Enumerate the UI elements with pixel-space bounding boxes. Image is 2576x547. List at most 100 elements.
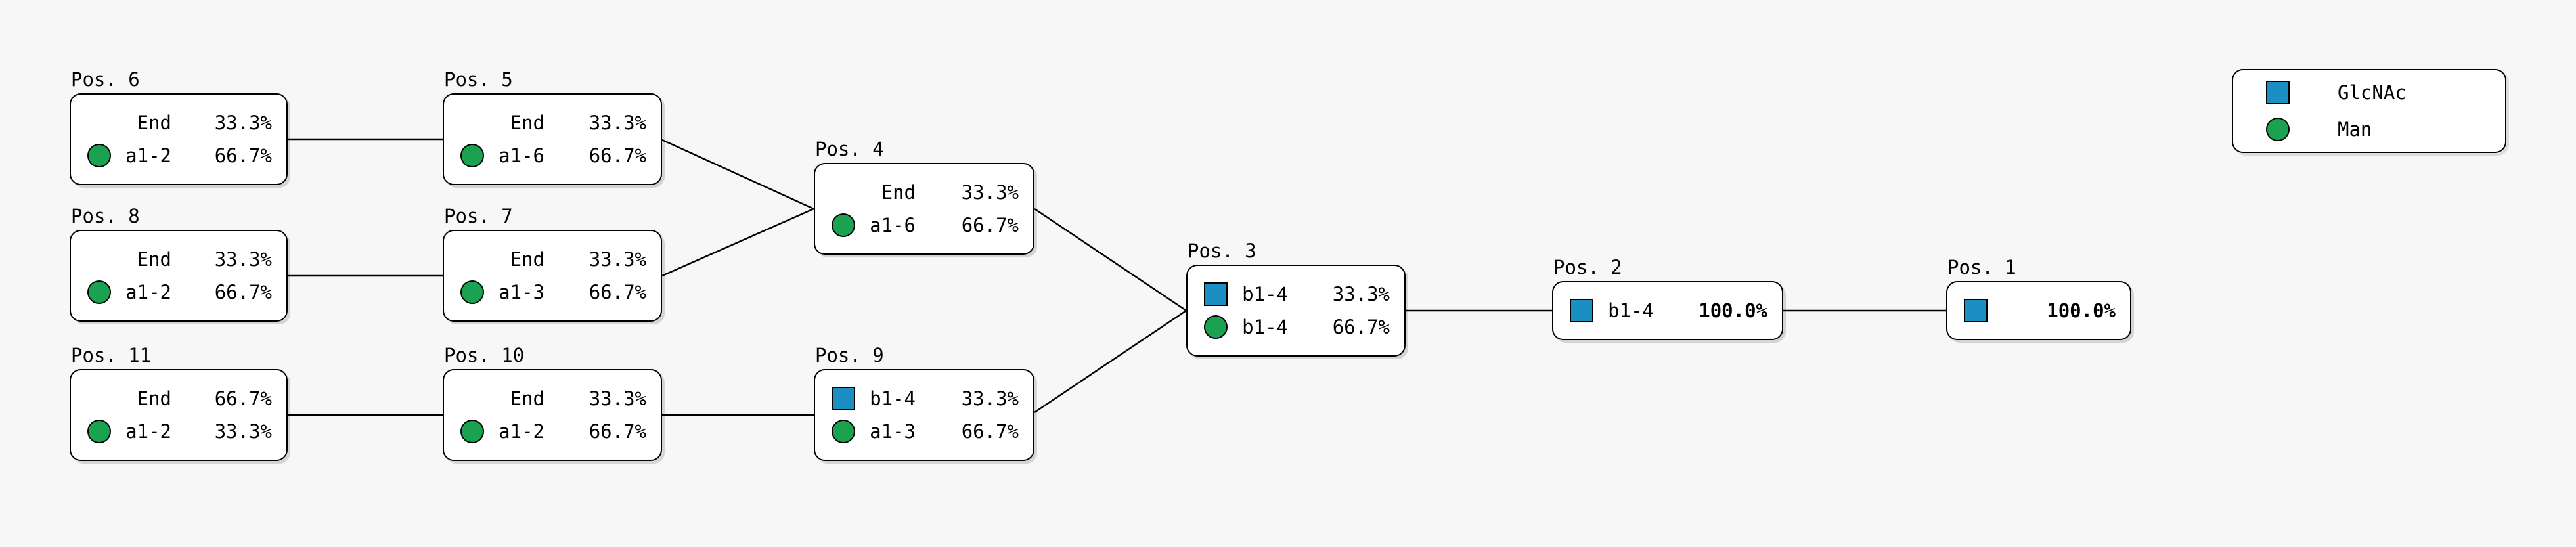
linkage-label: b1-4 [870,387,916,410]
icon-cell [832,420,855,443]
linkage-label: End [510,112,544,134]
residue-row: b1-4 66.7% [1204,311,1390,343]
icon-cell [1570,299,1593,322]
linkage-label: a1-2 [125,144,171,167]
residue-row: b1-4 33.3% [832,382,1019,415]
icon-cell [87,111,111,135]
legend-label: Man [2338,118,2372,141]
glcnac-icon [1204,282,1228,306]
man-icon [460,280,484,304]
node-pos-3: Pos. 3 b1-4 33.3% b1-4 66.7% [1186,240,1406,357]
node-pos-5: Pos. 5 End 33.3% a1-6 66.7% [443,68,662,185]
node-box: End 33.3% a1-6 66.7% [814,163,1034,255]
residue-row: End 66.7% [87,382,272,415]
percent-value: 33.3% [961,387,1019,410]
node-box: End 33.3% a1-6 66.7% [443,93,662,185]
node-title: Pos. 5 [444,68,513,91]
icon-cell [1204,315,1228,339]
legend-label: GlcNAc [2338,81,2407,104]
residue-row: b1-4 33.3% [1204,278,1390,311]
edge-pos4-pos3 [1034,208,1187,312]
percent-value: 66.7% [1332,316,1390,338]
residue-row: a1-2 33.3% [87,415,272,448]
edge-pos5-pos4 [661,139,814,210]
linkage-label: End [137,112,171,134]
man-icon [87,420,111,443]
percent-value: 66.7% [214,281,272,303]
node-pos-11: Pos. 11 End 66.7% a1-2 33.3% [70,344,288,461]
node-pos-4: Pos. 4 End 33.3% a1-6 66.7% [814,138,1034,255]
icon-cell [832,213,855,237]
icon-cell [832,181,855,204]
node-title: Pos. 6 [71,68,140,91]
icon-cell [460,280,484,304]
linkage-label: a1-2 [125,281,171,303]
icon-cell [2266,118,2290,141]
man-icon [832,213,855,237]
percent-value: 66.7% [588,281,646,303]
node-pos-10: Pos. 10 End 33.3% a1-2 66.7% [443,344,662,461]
residue-row: a1-2 66.7% [87,276,272,309]
linkage-label: End [510,387,544,410]
node-box: b1-4 33.3% a1-3 66.7% [814,369,1034,461]
residue-row: a1-6 66.7% [460,139,646,172]
residue-row: End 33.3% [460,382,646,415]
percent-value: 100.0% [2047,299,2116,322]
node-box: End 33.3% a1-2 66.7% [443,369,662,461]
icon-cell [87,280,111,304]
icon-cell [832,387,855,410]
linkage-label: End [137,387,171,410]
legend-row: GlcNAc [2266,74,2492,111]
icon-cell [87,144,111,167]
glcnac-icon [1570,299,1593,322]
residue-row: a1-3 66.7% [460,276,646,309]
linkage-label: a1-3 [499,281,544,303]
icon-cell [460,387,484,410]
man-icon [832,420,855,443]
node-box: End 33.3% a1-2 66.7% [70,93,288,185]
residue-row: End 33.3% [460,243,646,276]
icon-cell [460,111,484,135]
linkage-label: End [137,248,171,271]
man-icon [2266,118,2290,141]
linkage-label: b1-4 [1608,299,1654,322]
percent-value: 33.3% [214,420,272,443]
node-title: Pos. 7 [444,205,513,227]
node-box: 100.0% [1946,281,2131,340]
percent-value: 33.3% [1332,283,1390,305]
node-pos-9: Pos. 9 b1-4 33.3% a1-3 66.7% [814,344,1034,461]
node-box: End 33.3% a1-2 66.7% [70,230,288,322]
residue-row: a1-2 66.7% [87,139,272,172]
linkage-label: a1-2 [125,420,171,443]
node-box: b1-4 100.0% [1552,281,1783,340]
node-pos-6: Pos. 6 End 33.3% a1-2 66.7% [70,68,288,185]
residue-row: End 33.3% [832,176,1019,209]
icon-cell [460,248,484,271]
glcnac-icon [832,387,855,410]
icon-cell [1964,299,1988,322]
percent-value: 33.3% [588,248,646,271]
node-title: Pos. 9 [815,344,884,366]
man-icon [87,280,111,304]
node-box: b1-4 33.3% b1-4 66.7% [1186,265,1406,357]
percent-value: 33.3% [214,112,272,134]
percent-value: 100.0% [1699,299,1767,322]
residue-row: End 33.3% [460,106,646,139]
icon-cell [87,248,111,271]
residue-row: a1-3 66.7% [832,415,1019,448]
node-title: Pos. 10 [444,344,525,366]
node-box: End 66.7% a1-2 33.3% [70,369,288,461]
icon-cell [1204,282,1228,306]
legend-row: Man [2266,111,2492,148]
residue-row: a1-6 66.7% [832,209,1019,242]
glcnac-icon [2266,81,2290,104]
man-icon [460,144,484,167]
icon-cell [460,420,484,443]
man-icon [460,420,484,443]
linkage-label: a1-6 [499,144,544,167]
node-pos-7: Pos. 7 End 33.3% a1-3 66.7% [443,205,662,322]
residue-row: b1-4 100.0% [1570,294,1767,327]
percent-value: 66.7% [214,387,272,410]
node-title: Pos. 4 [815,138,884,160]
edge-pos9-pos3 [1034,309,1187,414]
